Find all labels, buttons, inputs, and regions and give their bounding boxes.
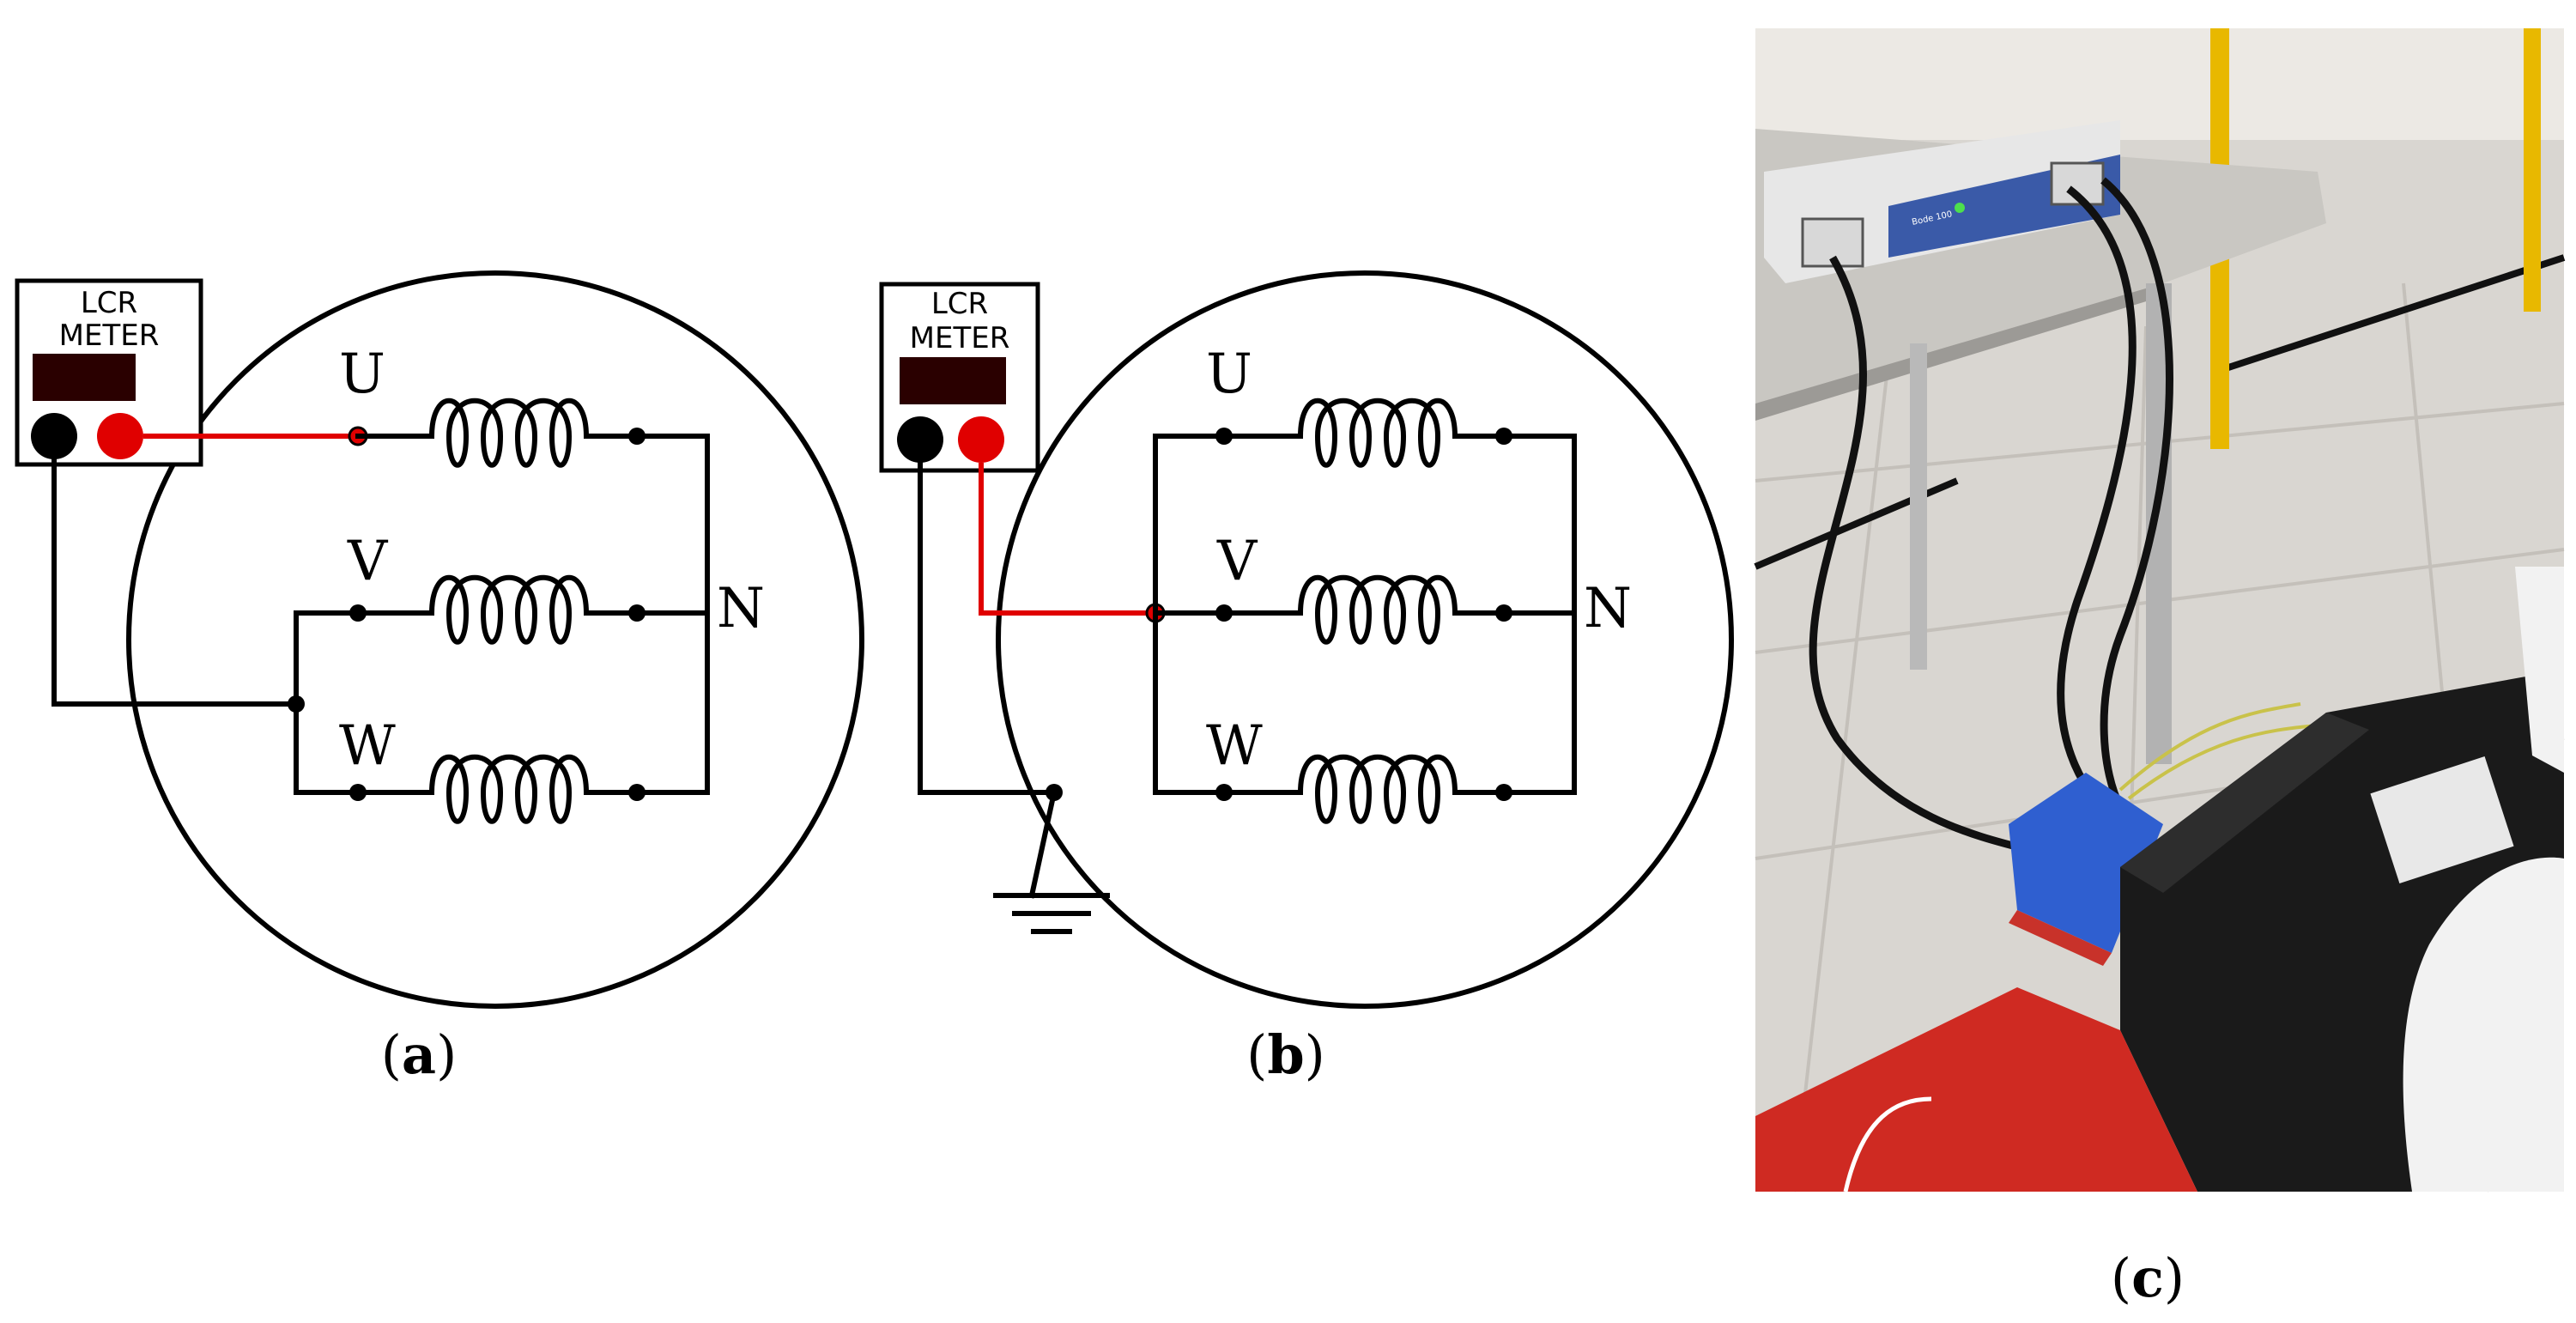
ground-symbol-icon: [993, 789, 1110, 934]
panel-b: LCR METER: [879, 270, 1734, 1086]
lcr-meter-label-a-2: METER: [59, 319, 160, 353]
panel-c-photo: (c) Bode 100: [1754, 28, 2566, 1309]
terminal-label-w-a: W: [339, 714, 396, 778]
panel-c-caption: (c): [2111, 1247, 2185, 1309]
panel-b-caption: (b): [1246, 1023, 1325, 1086]
red-probe-terminal-icon: [958, 416, 1004, 463]
lcr-meter-b: LCR METER: [879, 282, 1040, 473]
meter-display-a: [33, 354, 136, 401]
terminal-label-n-b: N: [1584, 577, 1632, 640]
terminal-label-u-a: U: [339, 343, 385, 406]
panel-a-caption: (a): [381, 1023, 458, 1086]
terminal-label-u-b: U: [1206, 343, 1252, 406]
terminal-label-v-a: V: [347, 530, 389, 593]
terminal-label-n-a: N: [717, 577, 765, 640]
black-probe-terminal-icon: [31, 413, 77, 459]
panel-a: LCR METER U V: [15, 270, 864, 1086]
terminal-label-w-b: W: [1206, 714, 1263, 778]
lcr-meter-label-b-2: METER: [910, 321, 1010, 355]
motor-circle-a: [126, 270, 864, 1009]
meter-display-b: [900, 357, 1006, 404]
terminal-label-v-b: V: [1216, 530, 1258, 593]
black-probe-terminal-icon: [897, 416, 943, 463]
lcr-meter-label-b: LCR: [931, 287, 988, 321]
lcr-meter-label-a: LCR: [81, 286, 137, 320]
red-probe-terminal-icon: [97, 413, 143, 459]
motor-circle-b: [996, 270, 1734, 1009]
